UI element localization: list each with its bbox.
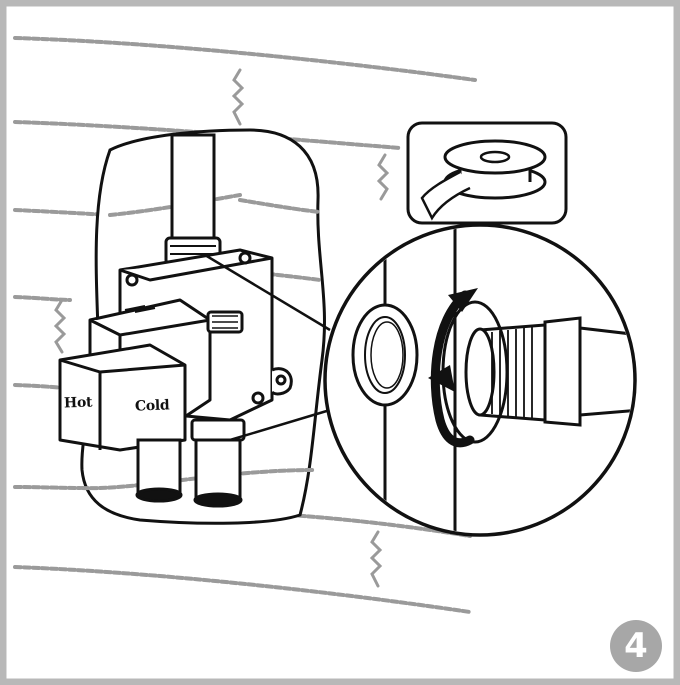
rotate-arrow-icon [428,288,478,448]
thread-tape-icon [406,121,568,225]
zoom-detail [323,223,637,537]
handle-assembly [58,298,244,452]
brick-wall [13,36,477,614]
step-number: 4 [624,626,648,666]
lower-pipes [135,418,246,508]
step-number-badge: 4 [610,620,662,672]
cold-label: Cold [134,397,170,415]
upper-pipe [164,133,222,266]
hot-label: Hot [63,394,93,412]
